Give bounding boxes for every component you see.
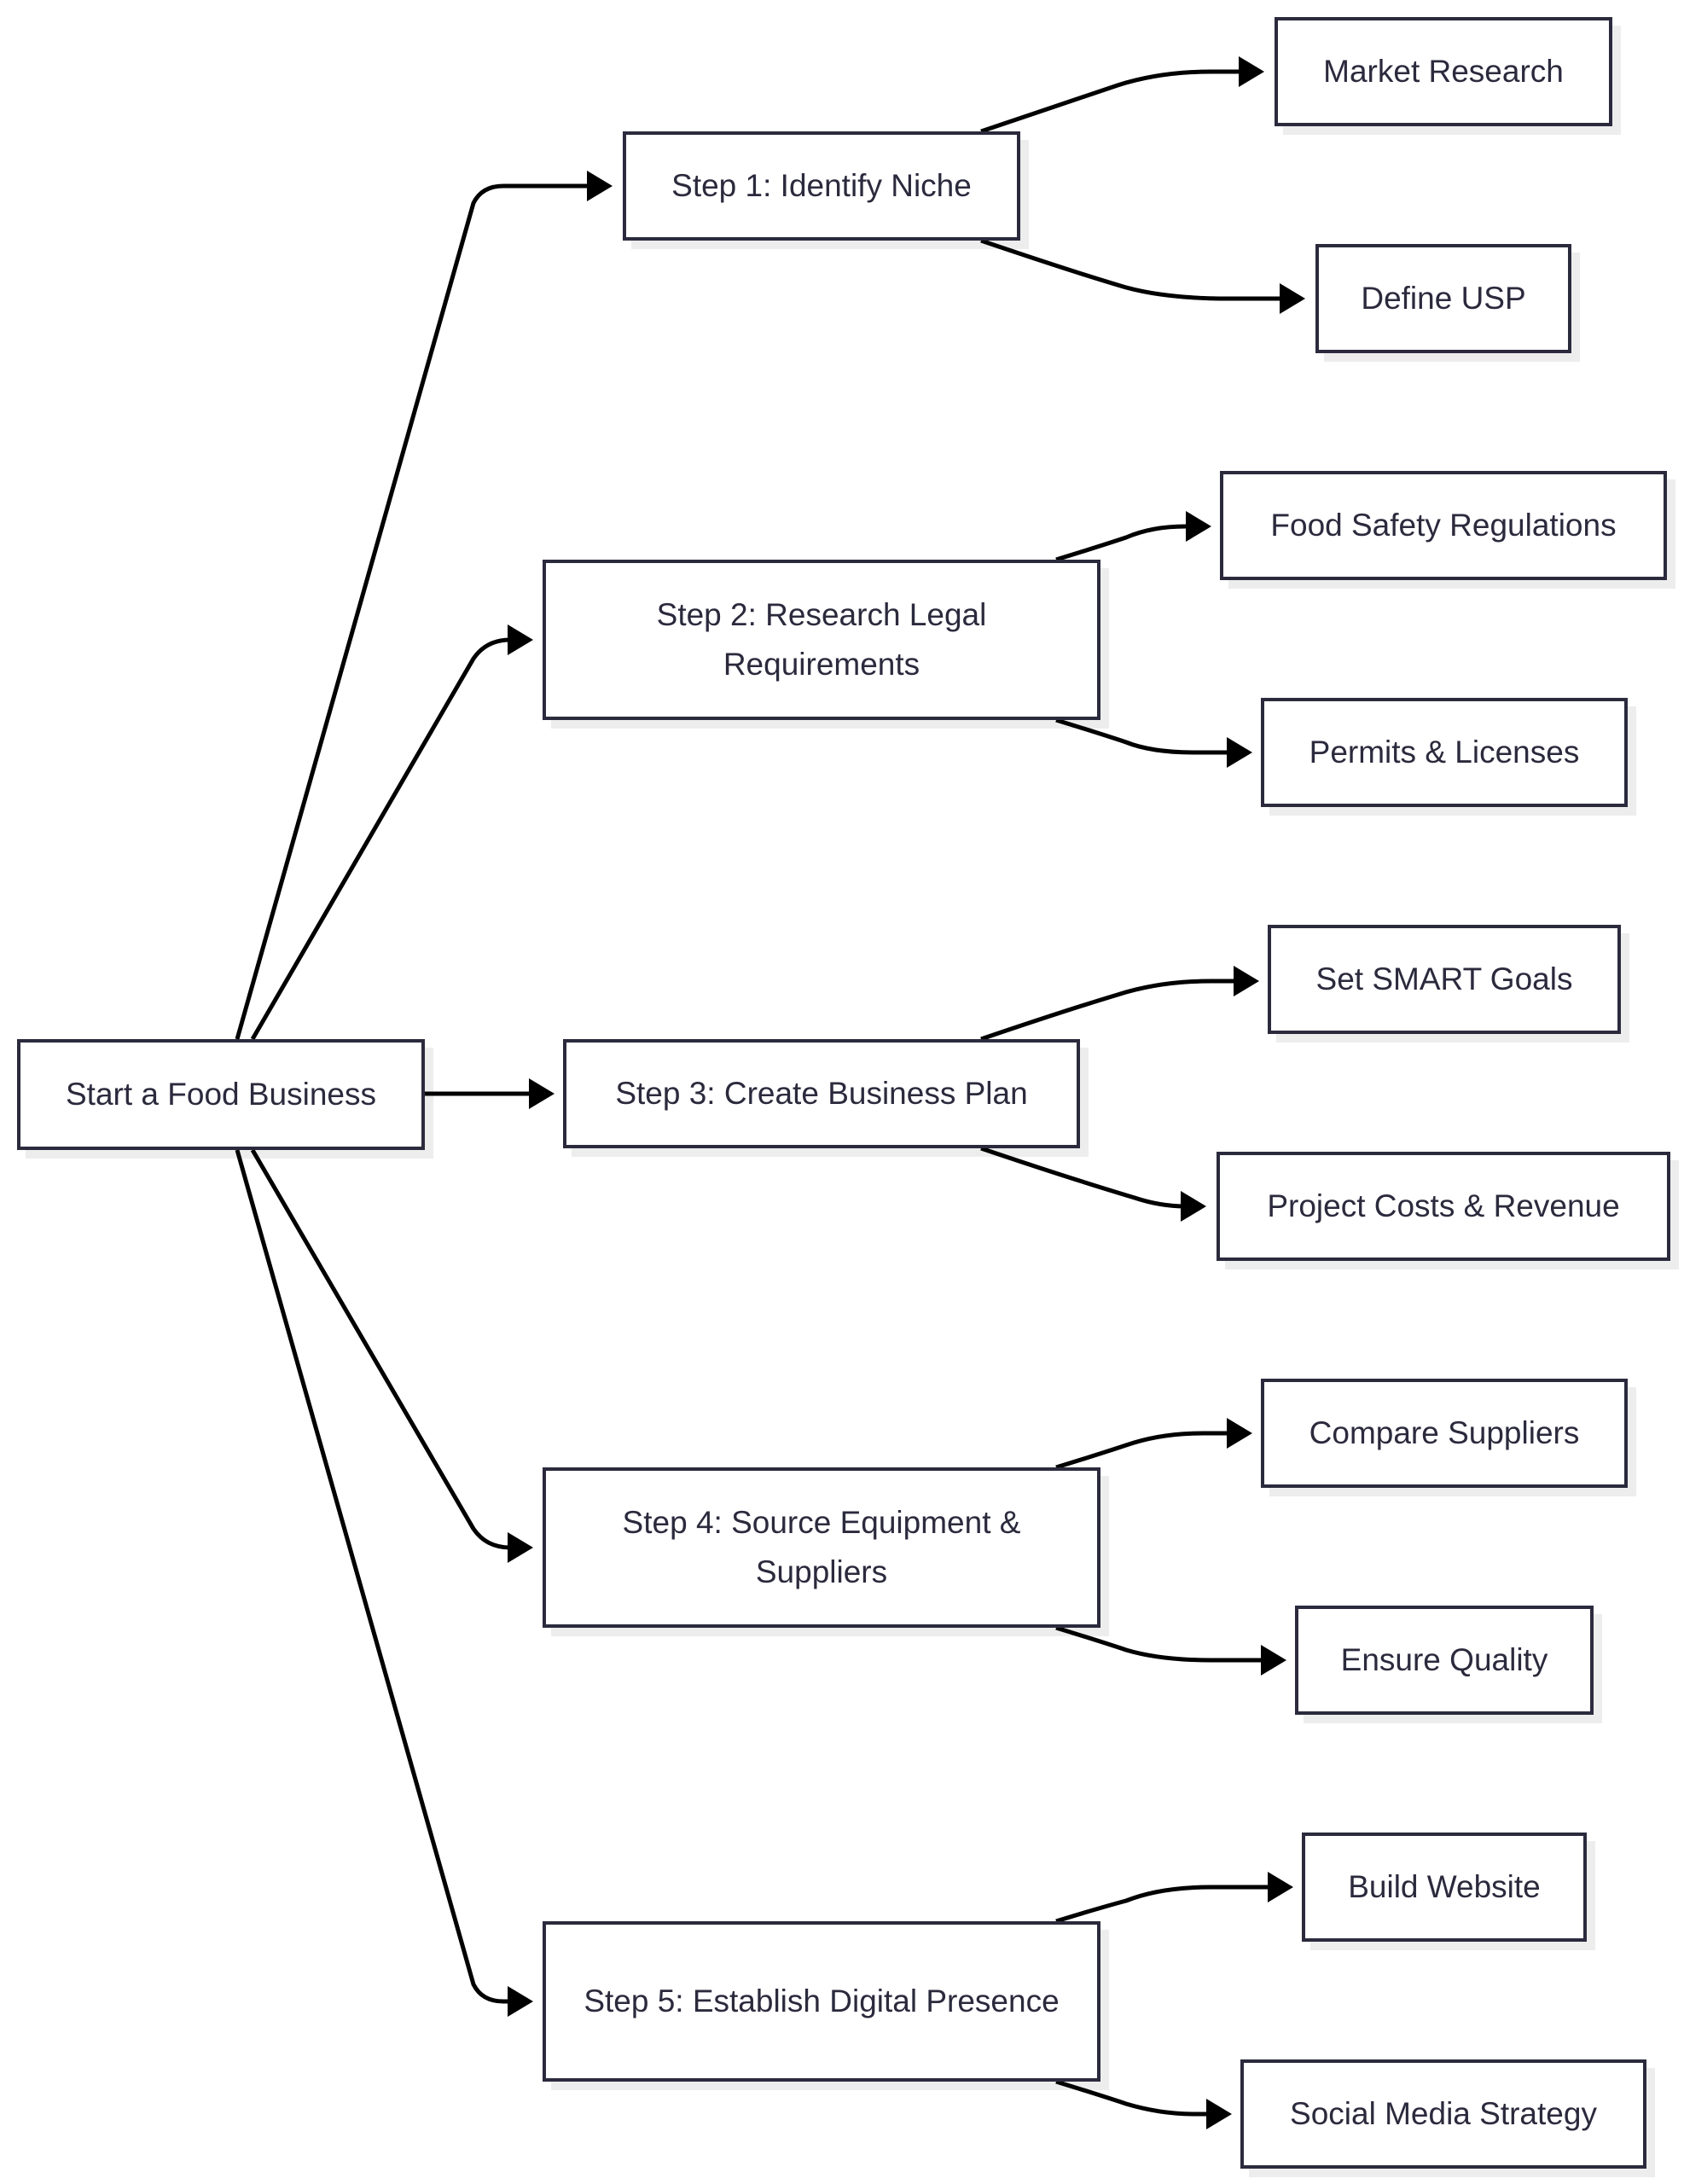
node-permits-licenses: Permits & Licenses (1261, 698, 1628, 807)
edge-step4-s4b (1055, 1625, 1269, 1663)
node-project-costs-revenue: Project Costs & Revenue (1217, 1152, 1670, 1261)
arrowhead-step1 (587, 171, 613, 201)
edge-step5-s5a (1055, 1885, 1276, 1924)
arrowhead-s5a (1268, 1872, 1293, 1902)
arrowhead-s3b (1181, 1191, 1206, 1222)
arrowhead-s5b (1206, 2099, 1232, 2129)
node-step-5: Step 5: Establish Digital Presence (543, 1921, 1100, 2082)
edge-step2-s2a (1055, 524, 1194, 562)
edge-step5-s5b (1055, 2079, 1215, 2117)
arrowhead-step2 (508, 624, 533, 655)
node-start: Start a Food Business (17, 1039, 425, 1150)
arrowhead-s1a (1239, 56, 1264, 87)
arrowhead-step3 (529, 1078, 555, 1109)
arrowhead-step4 (508, 1532, 533, 1563)
node-step-1: Step 1: Identify Niche (623, 131, 1020, 241)
arrowhead-s4b (1261, 1645, 1286, 1676)
edge-start-step1 (235, 183, 597, 1040)
edge-step3-s3b (980, 1146, 1191, 1209)
node-social-media-strategy: Social Media Strategy (1240, 2059, 1646, 2169)
node-market-research: Market Research (1275, 17, 1612, 126)
node-compare-suppliers: Compare Suppliers (1261, 1379, 1628, 1488)
edge-step1-s1a (980, 69, 1247, 134)
node-define-usp: Define USP (1315, 244, 1571, 353)
arrowhead-s4a (1227, 1418, 1252, 1449)
edge-step3-s3a (980, 979, 1242, 1042)
edge-step4-s4a (1055, 1431, 1235, 1470)
arrowhead-s3a (1234, 966, 1259, 996)
node-step-2: Step 2: Research Legal Requirements (543, 560, 1100, 720)
arrowhead-step5 (508, 1986, 533, 2017)
edge-step1-s1b (980, 238, 1288, 301)
node-step-4: Step 4: Source Equipment & Suppliers (543, 1467, 1100, 1628)
node-ensure-quality: Ensure Quality (1295, 1606, 1594, 1715)
arrowhead-s1b (1280, 283, 1305, 314)
arrowhead-s2b (1227, 737, 1252, 768)
edge-start-step5 (235, 1149, 518, 2004)
node-step-3: Step 3: Create Business Plan (563, 1039, 1080, 1148)
node-set-smart-goals: Set SMART Goals (1268, 925, 1621, 1034)
edge-step2-s2b (1055, 717, 1235, 755)
node-food-safety-regulations: Food Safety Regulations (1220, 471, 1667, 580)
node-build-website: Build Website (1302, 1833, 1587, 1942)
arrowhead-s2a (1186, 511, 1211, 542)
